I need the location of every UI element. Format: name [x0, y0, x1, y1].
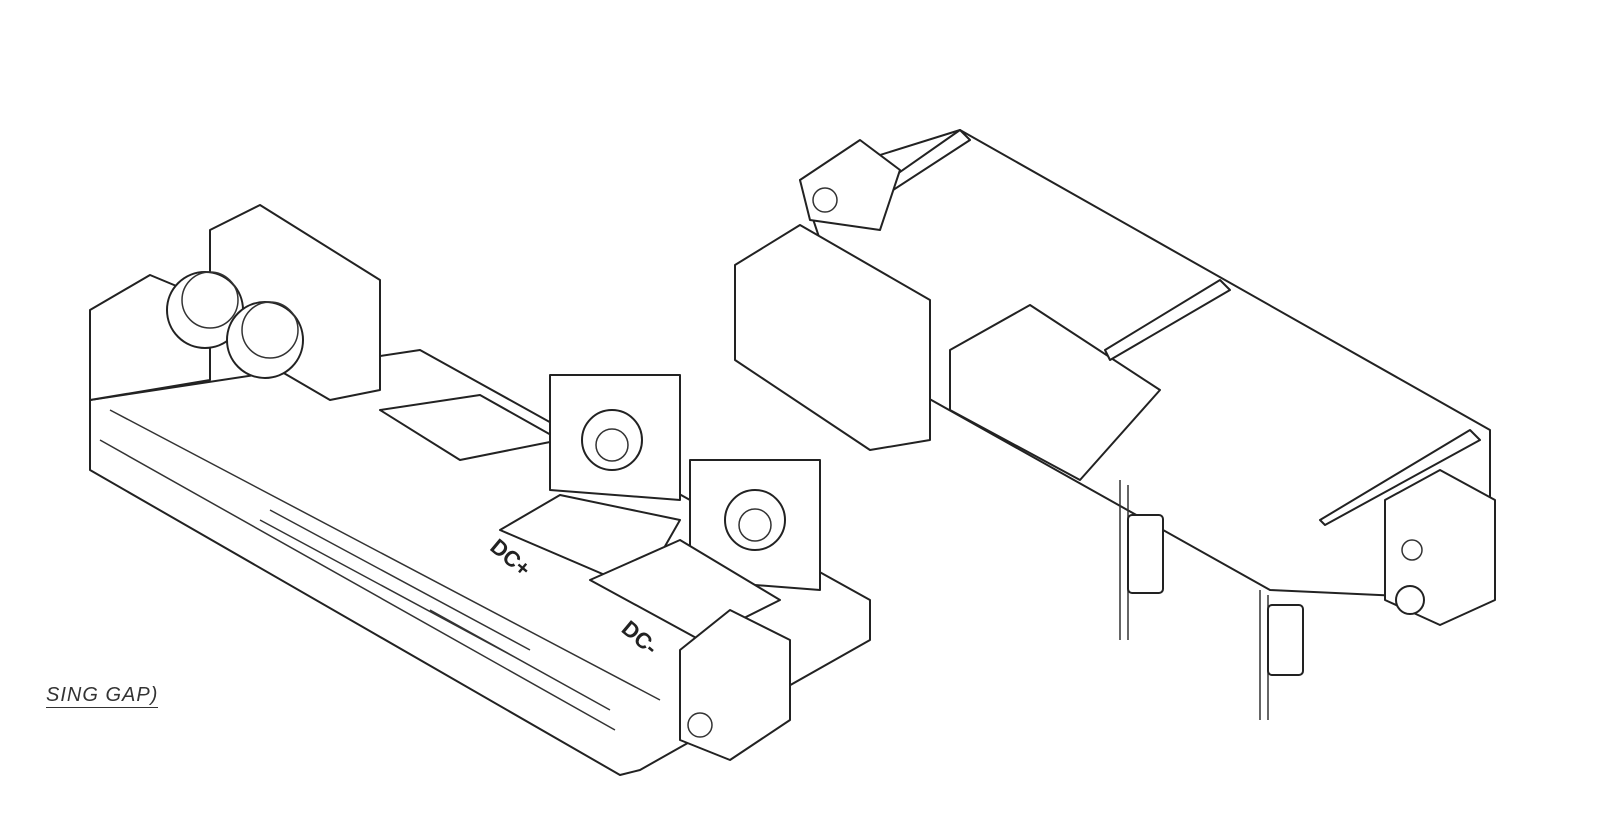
- caption-fragment: SING GAP): [46, 684, 159, 708]
- left-connector-view: [89, 204, 871, 776]
- contact-pins: [259, 509, 611, 711]
- right-connector-view: [734, 129, 1496, 720]
